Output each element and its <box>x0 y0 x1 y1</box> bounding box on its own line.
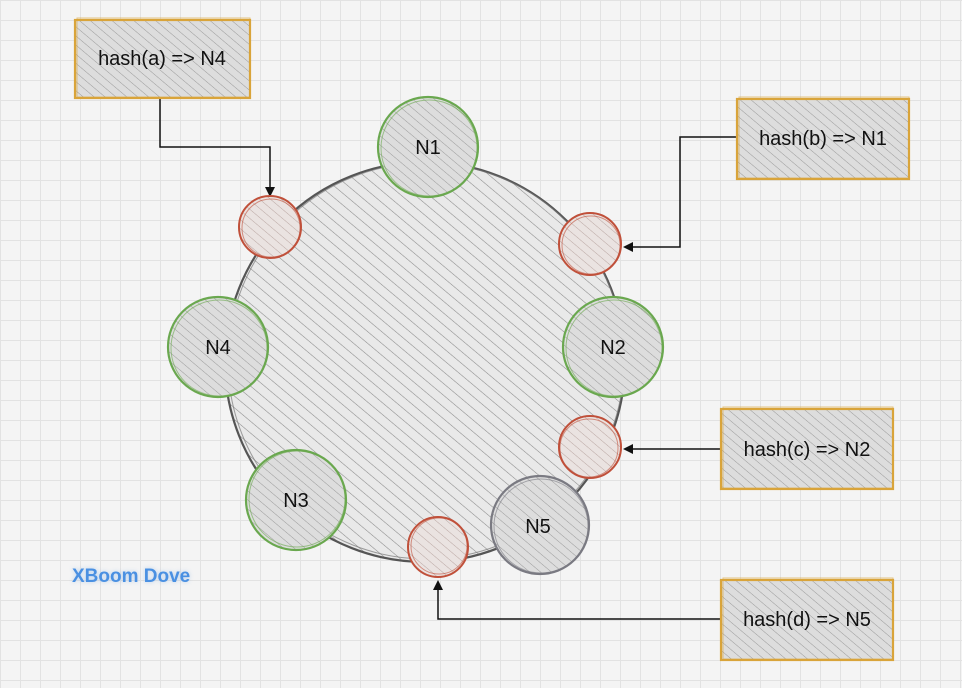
hash-box-d-label: hash(d) => N5 <box>743 609 871 631</box>
node-n1-label: N1 <box>415 137 441 159</box>
hash-point-d <box>407 516 469 578</box>
arrow-d-to-point <box>433 580 720 620</box>
hash-box-d: hash(d) => N5 <box>719 577 895 662</box>
node-n5-label: N5 <box>525 516 551 538</box>
node-n2: N2 <box>561 295 665 399</box>
node-n2-label: N2 <box>600 337 626 359</box>
connectors <box>159 98 738 620</box>
hash-box-a-label: hash(a) => N4 <box>98 48 226 70</box>
hash-point-c <box>558 415 622 479</box>
hash-boxes: hash(a) => N4 hash(b) => N1 hash(c) => N… <box>73 17 911 662</box>
hash-points <box>238 195 622 578</box>
server-nodes: N1 N2 N3 N4 N5 <box>166 95 665 576</box>
watermark: XBoom Dove <box>72 566 191 587</box>
node-n4-label: N4 <box>205 337 231 359</box>
hash-box-c-label: hash(c) => N2 <box>744 439 871 461</box>
hash-box-b: hash(b) => N1 <box>735 96 911 181</box>
hash-box-c: hash(c) => N2 <box>719 406 895 491</box>
node-n3: N3 <box>244 448 348 552</box>
node-n4: N4 <box>166 295 270 399</box>
hash-point-a <box>238 195 302 259</box>
node-n3-label: N3 <box>283 490 309 512</box>
hash-box-b-label: hash(b) => N1 <box>759 128 887 150</box>
node-n5: N5 <box>489 474 591 576</box>
arrow-a-to-point <box>159 98 275 197</box>
hash-box-a: hash(a) => N4 <box>73 17 252 100</box>
arrow-b-to-point <box>623 136 738 252</box>
hash-point-b <box>558 212 622 276</box>
node-n1: N1 <box>376 95 480 199</box>
